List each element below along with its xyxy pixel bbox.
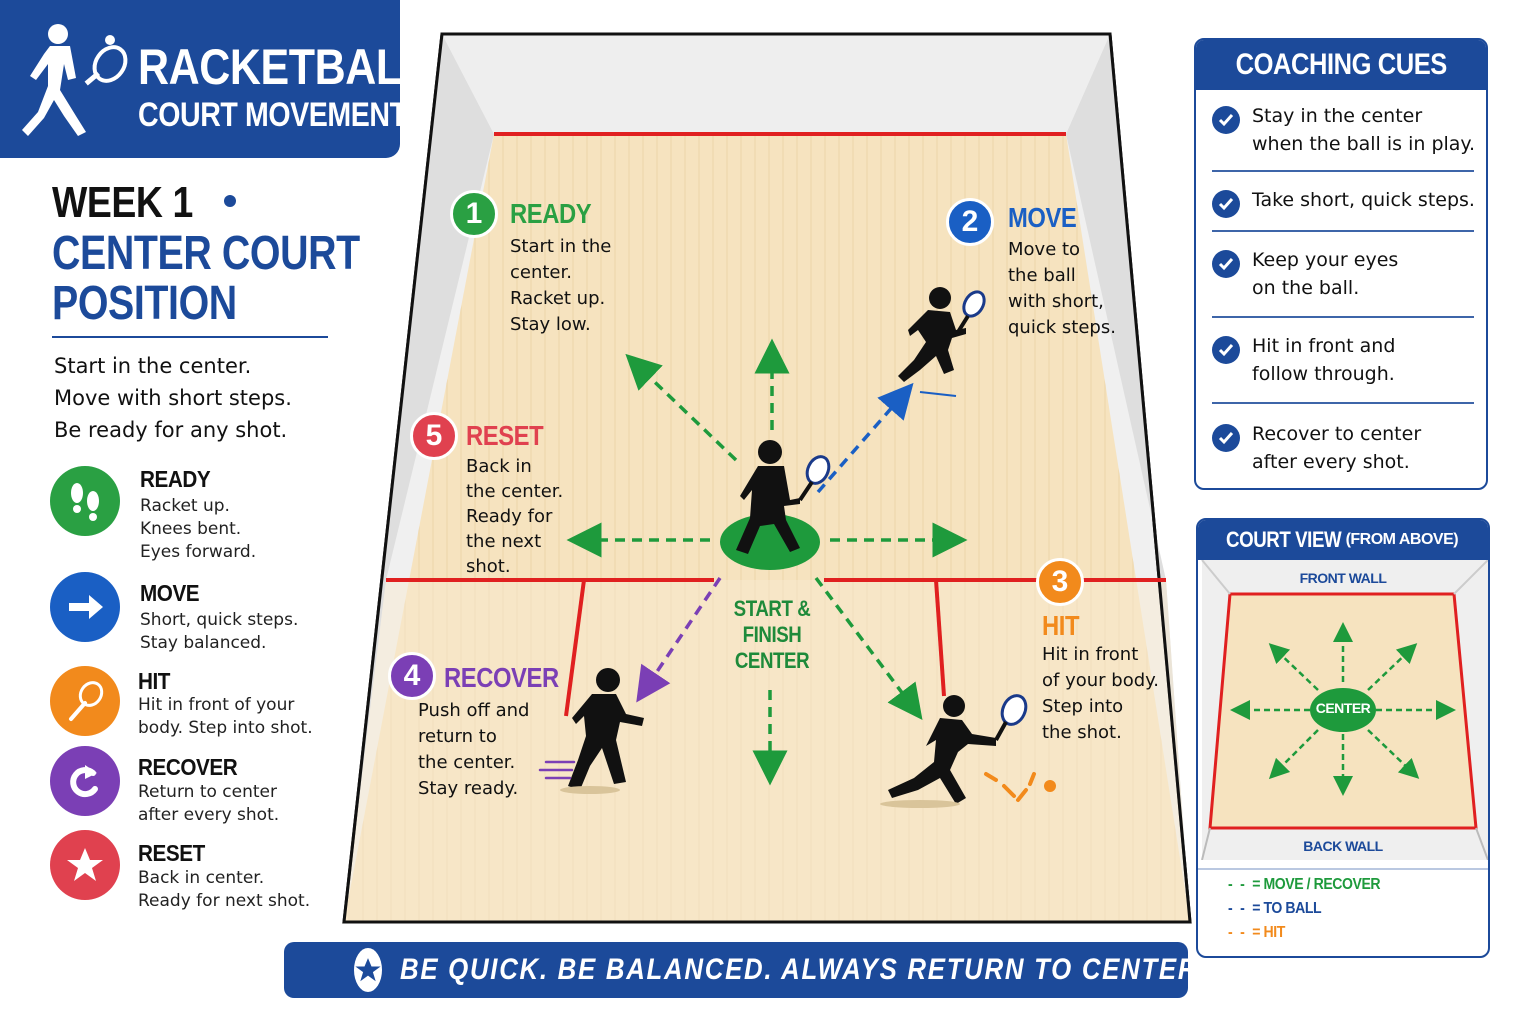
back-wall-label: BACK WALL	[1303, 838, 1383, 854]
star-icon	[50, 830, 120, 900]
return-arrow-icon	[50, 746, 120, 816]
topic-line-2: POSITION	[52, 277, 237, 330]
footprints-icon	[50, 466, 120, 536]
step-number: 2	[946, 198, 994, 246]
arrow-right-icon	[50, 572, 120, 642]
bullet-dot	[224, 195, 236, 207]
app-title: RACKETBALL	[138, 39, 428, 95]
service-box-line	[564, 579, 586, 717]
step-title-recover: RECOVER	[444, 662, 559, 693]
legend-text: Back in center.Ready for next shot.	[138, 868, 311, 911]
hit-swing	[984, 772, 1036, 802]
intro-line: Start in the center.	[54, 354, 252, 378]
recover-arrow	[636, 577, 722, 703]
player-silhouette-icon	[22, 24, 128, 136]
divider	[1212, 170, 1474, 172]
step-title-move: MOVE	[1008, 202, 1077, 233]
check-icon	[1212, 190, 1240, 218]
to-ball-arrow	[816, 382, 914, 494]
legend-title: RECOVER	[138, 754, 238, 780]
player-hit	[888, 694, 1028, 804]
divider	[52, 336, 328, 338]
mini-court	[1201, 560, 1488, 860]
step-number: 5	[410, 412, 458, 460]
movement-arrows	[566, 338, 968, 786]
divider	[1212, 402, 1474, 404]
panel-title: COACHING CUES	[1196, 40, 1486, 90]
court-view-panel: COURT VIEW(FROM ABOVE) FRONT WALL CENTER…	[1196, 518, 1490, 958]
star-icon	[354, 948, 382, 992]
center-spot-label: CENTER	[1315, 700, 1371, 716]
topic-line-1: CENTER COURT	[52, 227, 360, 280]
step-number: 3	[1036, 558, 1084, 606]
check-icon	[1212, 106, 1240, 134]
divider	[1212, 316, 1474, 318]
legend-title: READY	[140, 466, 211, 492]
intro-line: Move with short steps.	[54, 386, 292, 410]
app-subtitle: COURT MOVEMENT	[138, 96, 407, 134]
step-title-reset: RESET	[466, 420, 544, 451]
panel-title: COURT VIEW(FROM ABOVE)	[1198, 520, 1488, 560]
player-move	[898, 287, 986, 382]
ball	[1044, 780, 1056, 792]
step-number: 4	[388, 652, 436, 700]
title-badge: RACKETBALL COURT MOVEMENT	[0, 0, 428, 158]
center-spot	[720, 514, 820, 570]
key-hit: - - = HIT	[1228, 924, 1285, 941]
week-label: WEEK 1	[52, 178, 193, 227]
player-center	[736, 440, 831, 554]
legend-title: RESET	[138, 840, 205, 866]
step-number: 1	[450, 190, 498, 238]
player-recover	[568, 668, 644, 790]
motto-banner: BE QUICK. BE BALANCED. ALWAYS RETURN TO …	[284, 942, 1205, 998]
step-title-hit: HIT	[1042, 610, 1080, 641]
divider	[1212, 230, 1474, 232]
motto-text: BE QUICK. BE BALANCED. ALWAYS RETURN TO …	[400, 953, 1208, 986]
intro-line: Be ready for any shot.	[54, 418, 288, 442]
check-icon	[1212, 336, 1240, 364]
check-icon	[1212, 424, 1240, 452]
check-icon	[1212, 250, 1240, 278]
legend-text: Short, quick steps.Stay balanced.	[140, 610, 299, 653]
key-to-ball: - - = TO BALL	[1228, 900, 1322, 917]
service-box-line	[934, 579, 946, 697]
step-title-ready: READY	[510, 198, 592, 229]
legend-text: Racket up.Knees bent.Eyes forward.	[140, 496, 257, 562]
racket-icon	[50, 666, 120, 736]
front-wall-label: FRONT WALL	[1299, 570, 1387, 586]
legend-title: MOVE	[140, 580, 200, 606]
legend-title: HIT	[138, 668, 171, 694]
key-move-recover: - - = MOVE / RECOVER	[1228, 876, 1381, 893]
